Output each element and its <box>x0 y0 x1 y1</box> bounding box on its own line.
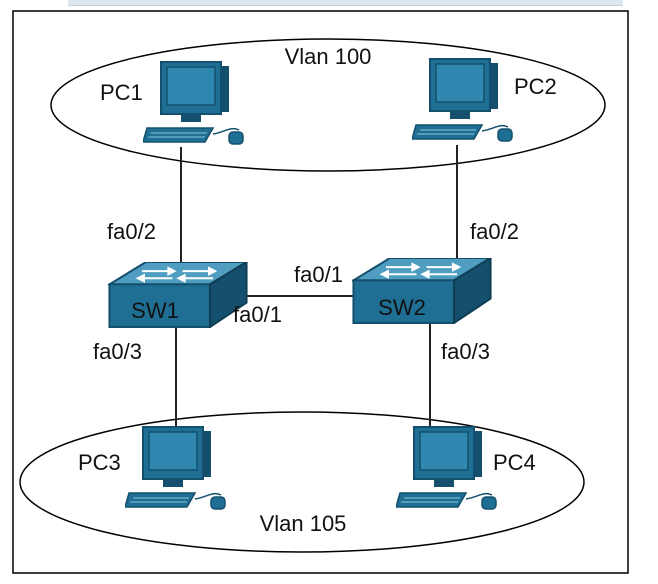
port-label-sw2-fa0-1: fa0/1 <box>294 262 343 287</box>
port-label-sw1-fa0-2: fa0/2 <box>107 219 156 244</box>
top-strip <box>68 0 623 6</box>
sw2-label: SW2 <box>378 295 426 320</box>
pc1-label: PC1 <box>100 80 143 105</box>
sw1[interactable]: SW1 <box>108 262 248 328</box>
pc3-label: PC3 <box>78 450 121 475</box>
port-label-sw2-fa0-3: fa0/3 <box>441 339 490 364</box>
sw1-label: SW1 <box>131 298 179 323</box>
port-label-sw2-fa0-2: fa0/2 <box>470 219 519 244</box>
pc4-label: PC4 <box>493 450 536 475</box>
vlan-100-label: Vlan 100 <box>285 44 372 69</box>
vlan-105-label: Vlan 105 <box>260 511 347 536</box>
sw2[interactable]: SW2 <box>352 258 492 324</box>
port-label-sw1-fa0-1: fa0/1 <box>233 302 282 327</box>
vlan-100-boundary <box>50 38 606 172</box>
vlan-105-boundary <box>19 411 585 553</box>
pc2-label: PC2 <box>514 74 557 99</box>
port-label-sw1-fa0-3: fa0/3 <box>93 339 142 364</box>
